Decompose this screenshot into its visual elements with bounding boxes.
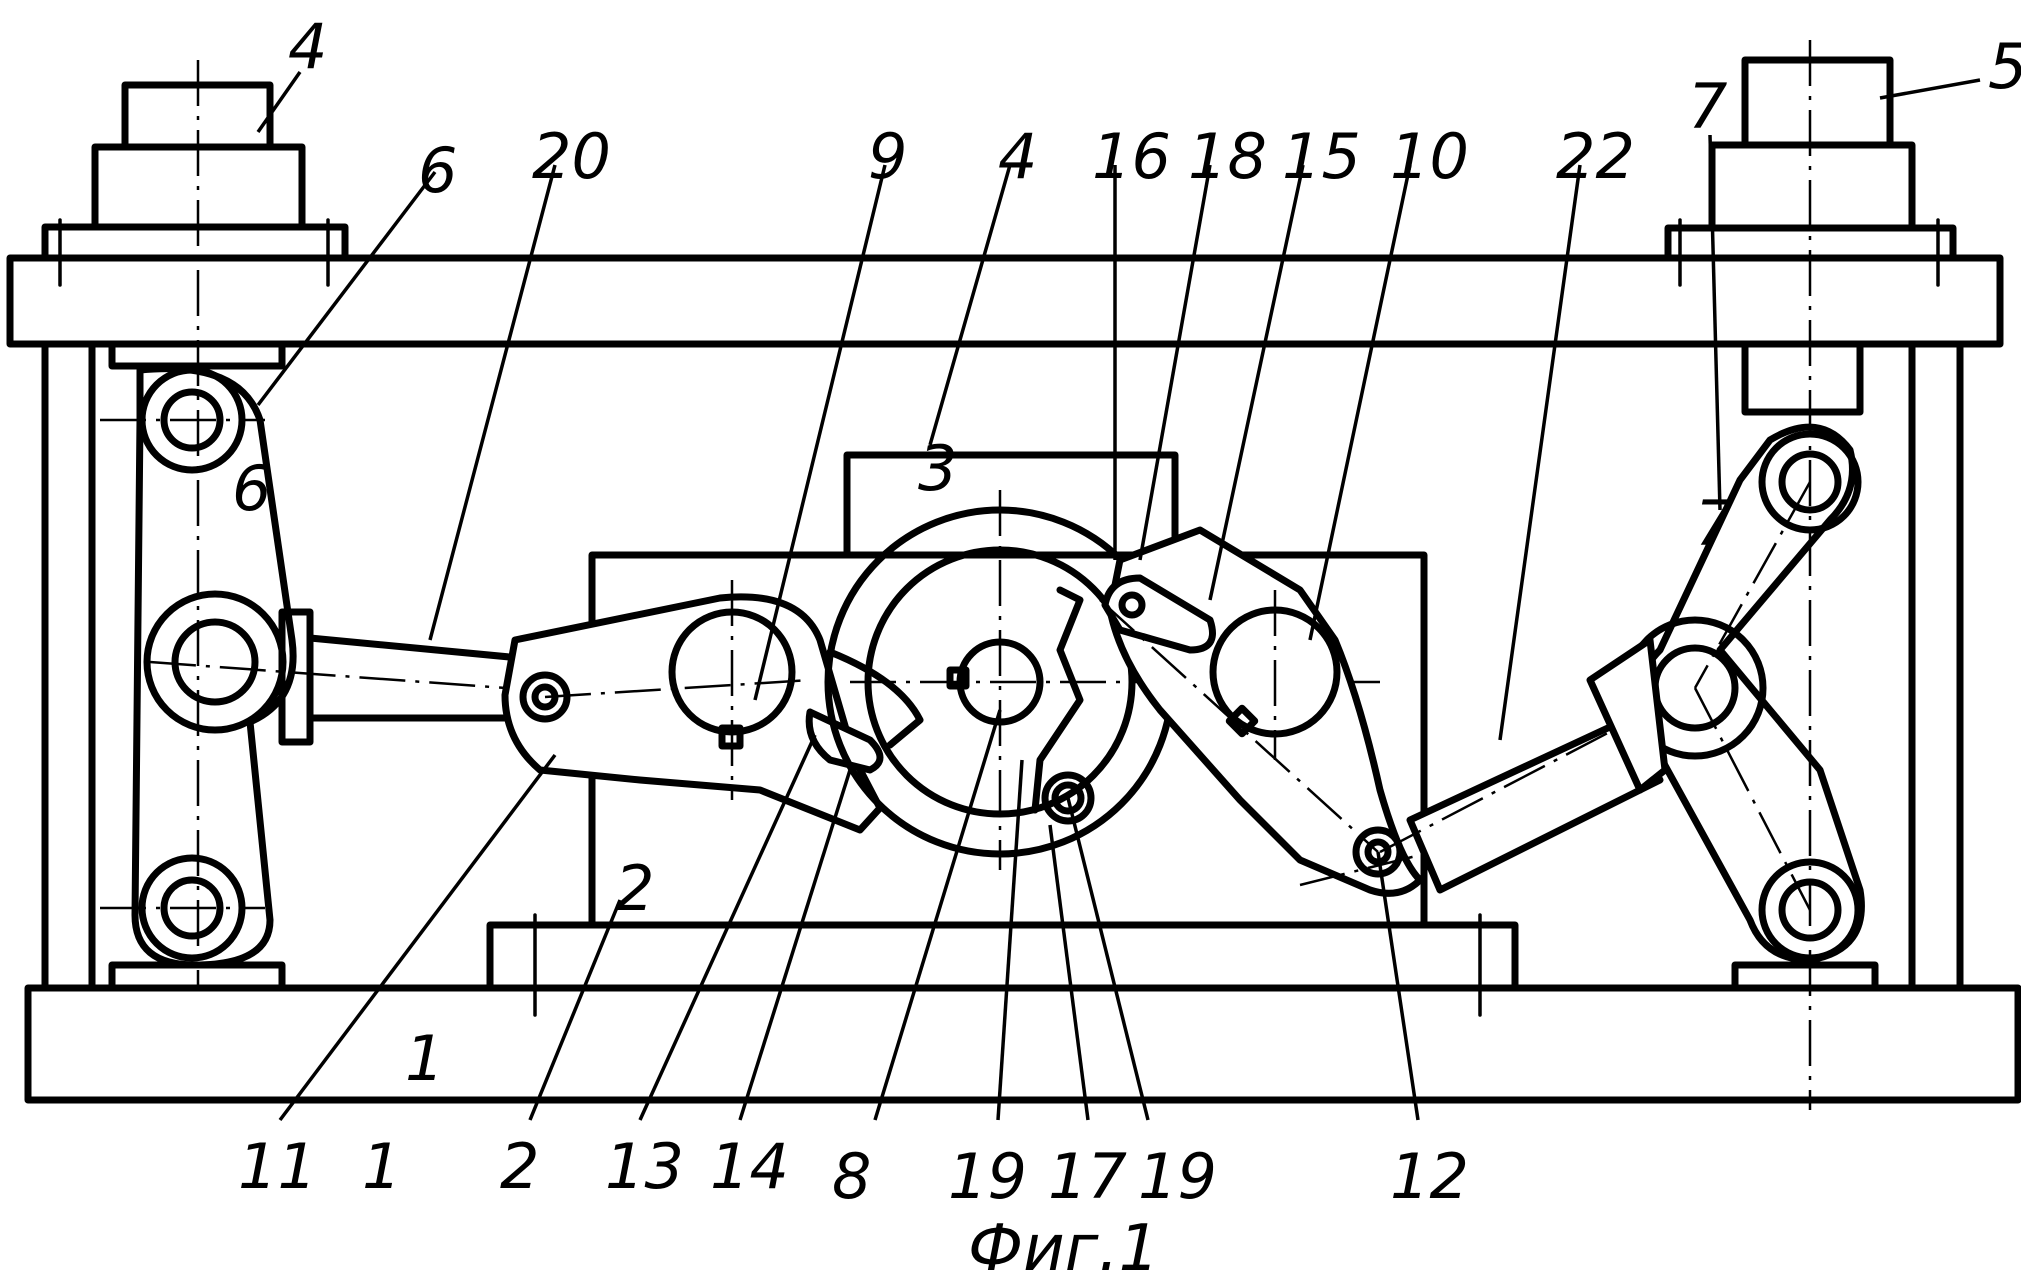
left-press-head <box>45 85 345 285</box>
label-20: 19 <box>948 1140 1027 1213</box>
label-6-link: 6 <box>232 452 271 525</box>
label-15: 15 <box>1282 120 1361 193</box>
label-1: 1 <box>362 1130 401 1203</box>
right-lever <box>1100 530 1440 893</box>
label-7-link: 7 <box>1695 487 1734 560</box>
label-5: 5 <box>1988 30 2021 103</box>
top-plate <box>10 258 2000 344</box>
label-18: 18 <box>1188 120 1267 193</box>
upper-housing <box>847 455 1175 555</box>
label-6-top: 6 <box>418 134 457 207</box>
label-2-block: 2 <box>615 852 654 925</box>
label-2: 2 <box>500 1130 539 1203</box>
left-lever <box>505 580 880 830</box>
right-toggle-link <box>1590 40 1875 1110</box>
label-10: 10 <box>1390 120 1469 193</box>
label-3: 4 <box>998 120 1037 193</box>
label-1-base: 1 <box>405 1022 444 1095</box>
right-column <box>1912 344 1960 988</box>
figure-caption: Фиг.1 <box>968 1212 1159 1280</box>
label-16: 16 <box>1092 120 1171 193</box>
label-12: 12 <box>1390 1140 1469 1213</box>
label-19: 19 <box>1138 1140 1217 1213</box>
label-22: 22 <box>1556 120 1635 193</box>
label-17: 17 <box>1048 1140 1127 1213</box>
base-plate <box>28 988 2018 1100</box>
left-column <box>45 344 92 988</box>
label-21: 20 <box>532 120 611 193</box>
label-9: 9 <box>868 120 907 193</box>
label-11: 11 <box>238 1130 317 1203</box>
label-4: 4 <box>288 10 327 83</box>
label-3-housing: 3 <box>918 432 957 505</box>
label-14: 14 <box>710 1130 789 1203</box>
label-8: 8 <box>832 1140 871 1213</box>
label-7: 7 <box>1688 70 1727 143</box>
label-13: 13 <box>605 1130 684 1203</box>
